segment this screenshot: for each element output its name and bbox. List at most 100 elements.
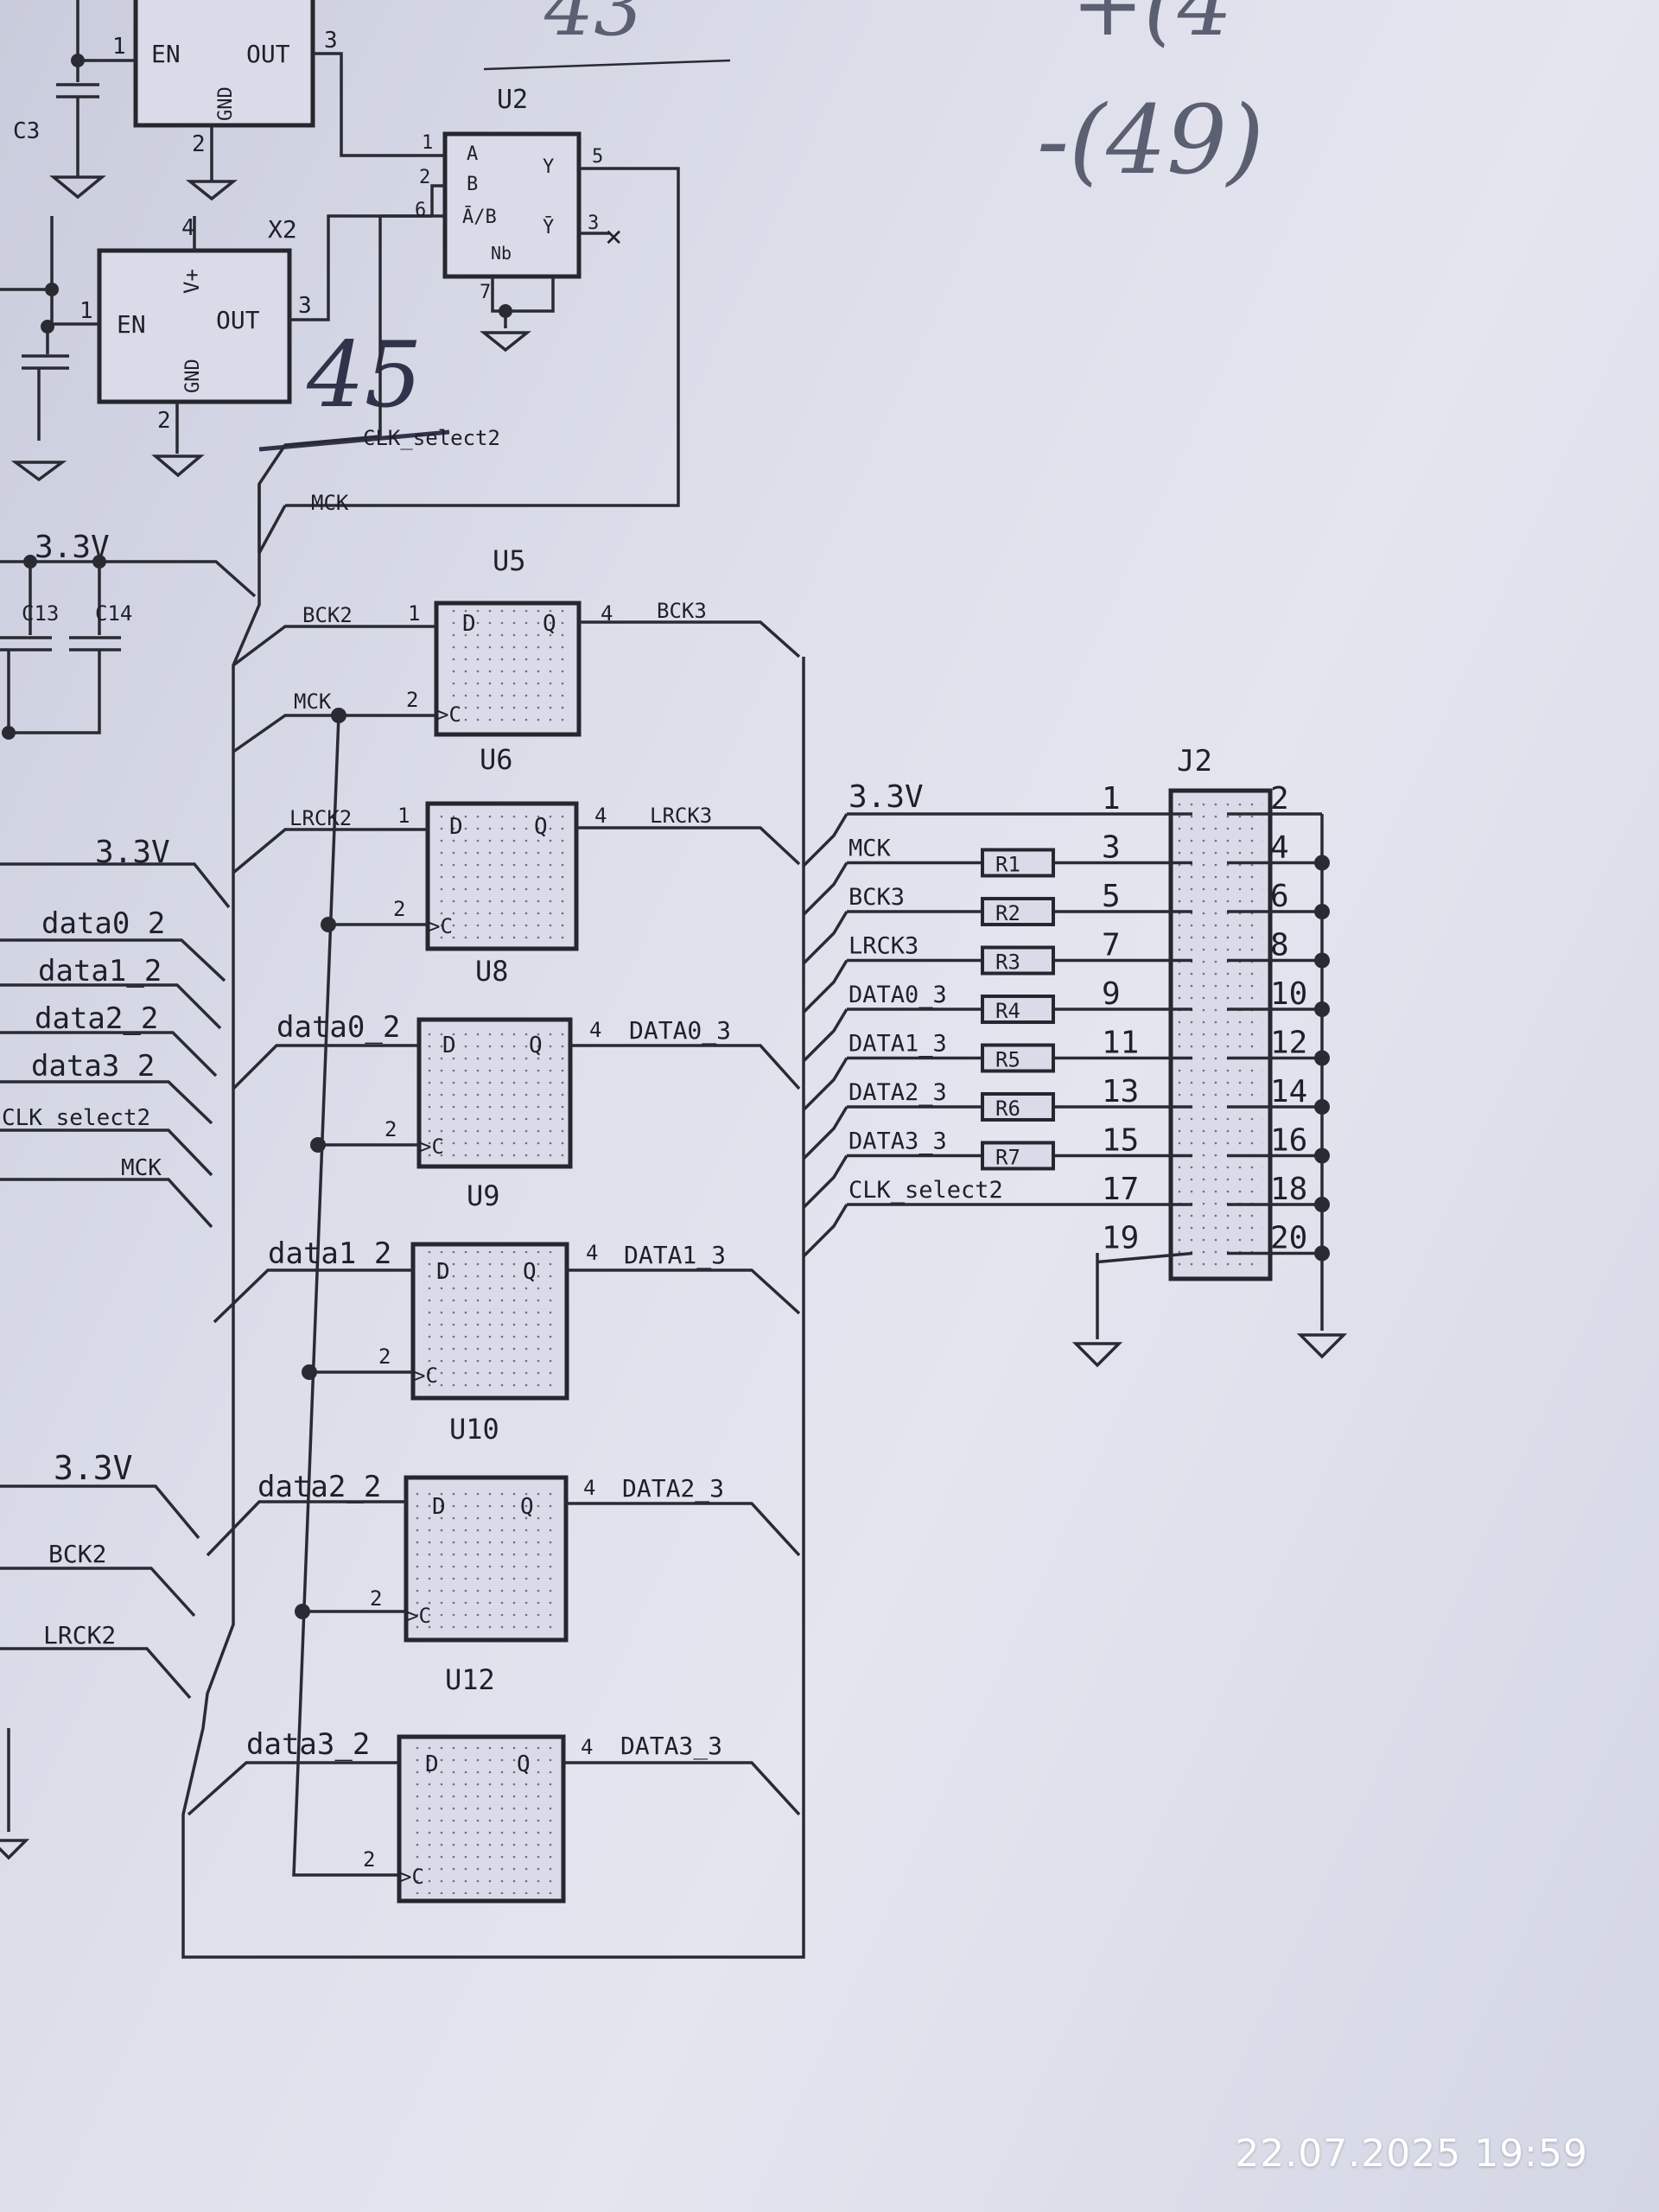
- svg-text:EN: EN: [117, 310, 146, 339]
- svg-text:>C: >C: [428, 914, 453, 938]
- net-data2-2-u12: data2_2: [257, 1470, 381, 1504]
- svg-text:D: D: [436, 1259, 450, 1285]
- j2-signal-label: DATA1_3: [849, 1031, 947, 1058]
- svg-text:Y: Y: [543, 156, 554, 178]
- j2-signal-label: DATA3_3: [849, 1128, 947, 1155]
- svg-text:4: 4: [586, 1241, 598, 1265]
- svg-text:3: 3: [588, 213, 599, 234]
- svg-text:data1_2: data1_2: [38, 954, 162, 988]
- osc-x2-label: X2: [268, 215, 297, 244]
- j2-pin-even: 12: [1270, 1026, 1307, 1061]
- svg-text:BCK2: BCK2: [48, 1540, 106, 1568]
- j2-signal-label: DATA0_3: [849, 982, 947, 1008]
- svg-text:3: 3: [298, 293, 312, 319]
- resistor-body: [981, 1043, 1055, 1073]
- net-data1-2-u10: data1_2: [268, 1236, 391, 1271]
- photo-timestamp: 22.07.2025 19:59: [1235, 2132, 1588, 2176]
- bus-entry: [802, 1008, 849, 1063]
- svg-text:1: 1: [79, 298, 93, 324]
- svg-text:D: D: [449, 814, 463, 840]
- net-lrck3-u8: LRCK3: [650, 804, 712, 828]
- svg-text:6: 6: [415, 200, 426, 221]
- svg-text:B: B: [467, 174, 478, 195]
- svg-text:4: 4: [594, 804, 607, 828]
- svg-text:4: 4: [581, 1735, 593, 1759]
- j2-pin-odd: 15: [1102, 1123, 1139, 1159]
- svg-text:data3_2: data3_2: [31, 1049, 155, 1084]
- ff-u5-label: U5: [493, 544, 526, 577]
- junction-dot: [1314, 1099, 1330, 1115]
- j2-pin-odd: 7: [1102, 928, 1121, 963]
- junction-dot: [1314, 1245, 1330, 1262]
- svg-text:2: 2: [363, 1847, 375, 1872]
- ff-u6-label: U6: [480, 743, 513, 776]
- svg-text:4: 4: [583, 1476, 595, 1500]
- flipflop-data1: D Q >C 2 4 U10: [378, 1241, 598, 1446]
- svg-text:data0_2: data0_2: [41, 906, 165, 941]
- svg-text:Ā/B: Ā/B: [462, 207, 497, 228]
- net-data2-3-u12: DATA2_3: [622, 1474, 724, 1503]
- net-data3-2-u13: data3_2: [246, 1727, 370, 1762]
- bus-entry: [802, 1204, 849, 1258]
- bus-entry: [802, 813, 849, 868]
- svg-text:1: 1: [397, 804, 410, 828]
- svg-text:>C: >C: [413, 1363, 438, 1388]
- svg-text:Q: Q: [534, 814, 548, 840]
- svg-text:CLK_select2: CLK_select2: [2, 1105, 150, 1131]
- svg-text:2: 2: [419, 167, 430, 188]
- svg-text:>C: >C: [436, 702, 461, 727]
- svg-text:D: D: [432, 1494, 446, 1520]
- resistor-body: [981, 1092, 1055, 1122]
- j2-pin-even: 14: [1270, 1074, 1307, 1109]
- svg-text:GND: GND: [182, 359, 204, 393]
- svg-text:OUT: OUT: [216, 306, 260, 334]
- svg-text:OUT: OUT: [246, 40, 290, 68]
- svg-text:1: 1: [422, 132, 433, 154]
- svg-text:2: 2: [406, 688, 418, 712]
- flipflop-data2: D Q >C 2 4 U12: [370, 1475, 595, 1696]
- svg-text:Q: Q: [523, 1259, 537, 1285]
- svg-text:1: 1: [112, 34, 126, 60]
- resistor-label: R5: [995, 1048, 1020, 1072]
- resistor-body: [981, 945, 1055, 976]
- resistor-body: [981, 1141, 1055, 1171]
- bus-entry: [802, 911, 849, 965]
- svg-text:7: 7: [480, 282, 491, 303]
- junction-dot: [1314, 1147, 1330, 1164]
- net-data1-3-u10: DATA1_3: [624, 1241, 726, 1270]
- resistor-body: [981, 848, 1055, 878]
- left-net-labels: 3.3V data0_2 data1_2 data2_2 data3_2 CLK…: [0, 835, 231, 1860]
- svg-text:3: 3: [324, 28, 338, 54]
- j2-pin-even: 18: [1270, 1172, 1307, 1207]
- cap-c3-label: C3: [13, 118, 40, 144]
- resistor-body: [981, 995, 1055, 1024]
- net-data0-2-u9: data0_2: [276, 1010, 400, 1045]
- svg-text:MCK: MCK: [121, 1155, 162, 1181]
- svg-text:Q: Q: [529, 1033, 543, 1058]
- svg-text:LRCK2: LRCK2: [43, 1621, 116, 1649]
- cap-c14-label: C14: [95, 601, 132, 626]
- bus-entry: [802, 959, 849, 1014]
- flipflop-data3: D Q >C 2 4: [363, 1734, 593, 1904]
- handwritten-note-right-bottom: -(49): [1037, 85, 1264, 195]
- j2-pin-even: 2: [1270, 781, 1289, 817]
- resistor-label: R7: [995, 1146, 1020, 1170]
- svg-text:EN: EN: [151, 40, 181, 68]
- flipflop-lrck: D Q >C 1 2 4 U8: [393, 801, 607, 988]
- mux-u2: U2 A B Ā/B Y Ȳ Nb 1 2 6 5 3 × 7: [285, 85, 680, 507]
- j2-pin-even: 20: [1270, 1221, 1307, 1256]
- svg-text:2: 2: [370, 1586, 382, 1611]
- net-lrck2-u8: LRCK2: [289, 806, 352, 830]
- svg-text:4: 4: [181, 215, 195, 241]
- svg-text:V+: V+: [180, 269, 204, 294]
- svg-text:4: 4: [601, 601, 613, 626]
- svg-text:Q: Q: [517, 1751, 531, 1777]
- svg-text:3.3V: 3.3V: [54, 1449, 133, 1487]
- svg-text:>C: >C: [399, 1865, 424, 1889]
- ff-u8-label: U8: [475, 955, 509, 988]
- resistor-label: R1: [995, 853, 1020, 877]
- svg-text:>C: >C: [419, 1135, 444, 1159]
- j2-signal-label: LRCK3: [849, 933, 918, 960]
- svg-text:A: A: [467, 143, 478, 165]
- handwritten-note-right-top: +(4: [1071, 0, 1232, 55]
